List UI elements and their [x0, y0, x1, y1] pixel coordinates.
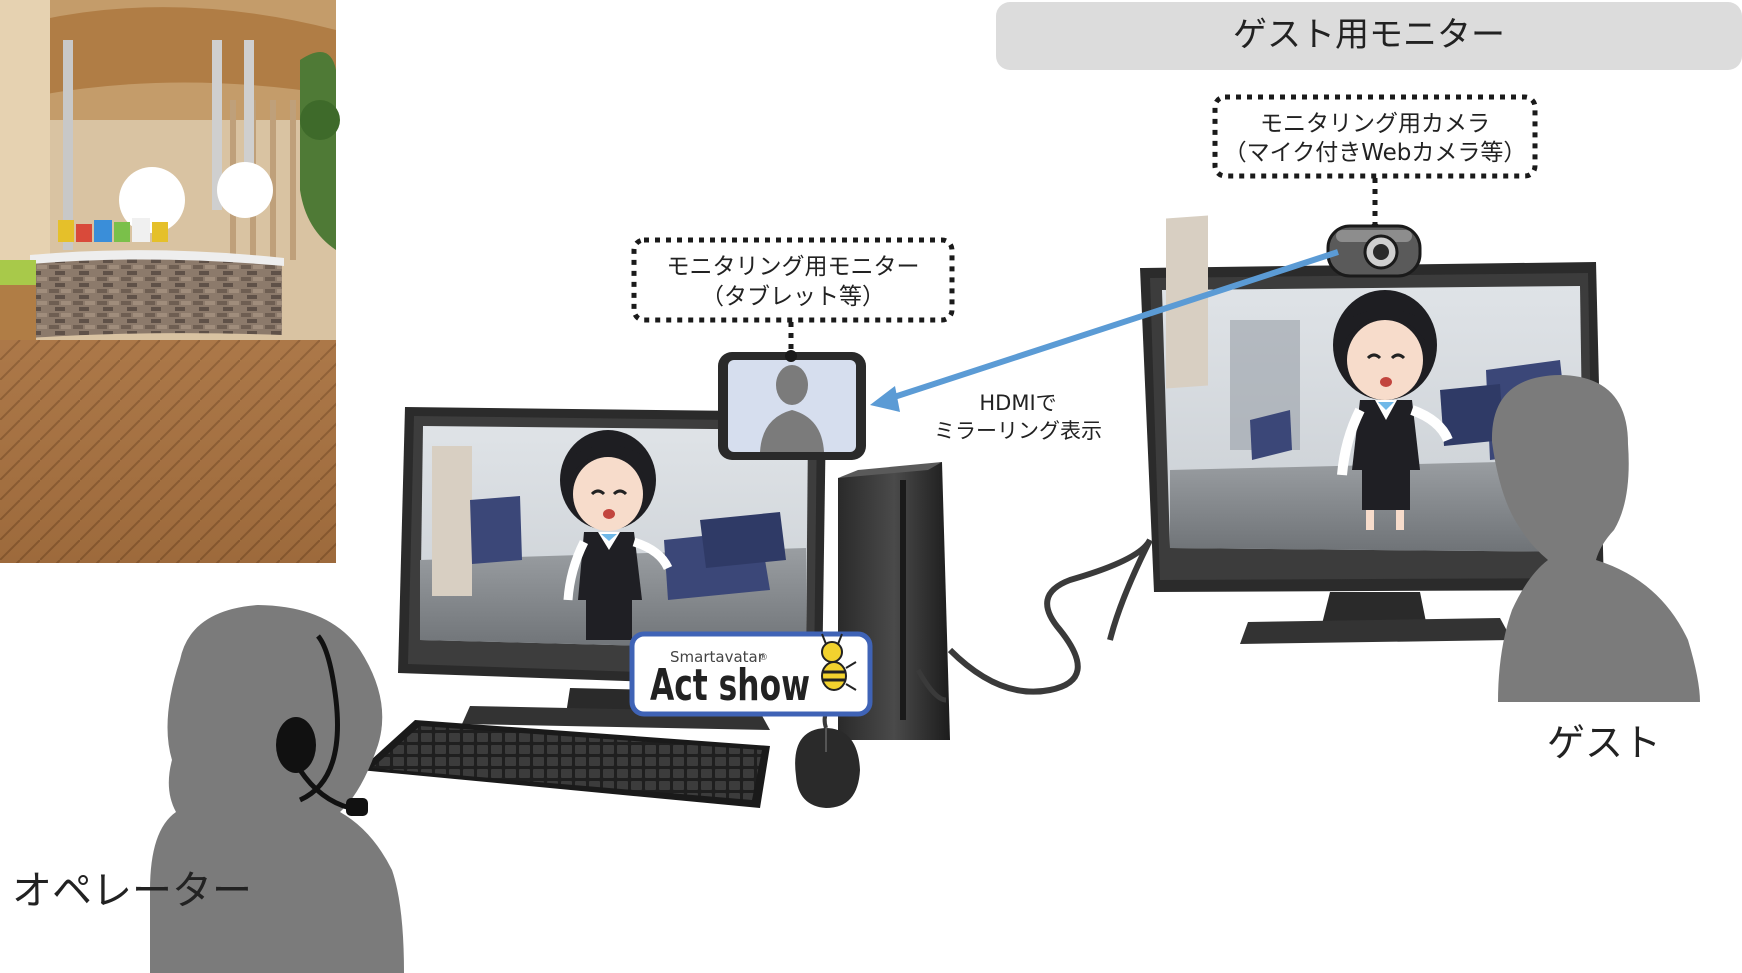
operator-monitor: [398, 407, 826, 730]
hdmi-mirroring-arrow: [870, 249, 1339, 412]
monitoring-monitor-sublabel: （タブレット等）: [701, 284, 885, 310]
logo-brand-main: Act show: [650, 660, 810, 711]
act-show-logo: Smartavatar ® Act show: [629, 631, 873, 717]
monitoring-camera-label: モニタリング用カメラ: [1260, 111, 1490, 137]
monitoring-camera-sublabel: （マイク付きWebカメラ等）: [1224, 140, 1527, 166]
tablet-person-silhouette: [760, 365, 824, 452]
monitoring-tablet: [718, 350, 866, 460]
monitoring-camera-callout: モニタリング用カメラ （マイク付きWebカメラ等）: [1212, 94, 1538, 233]
logo-brand-small: Smartavatar: [670, 648, 765, 666]
bee-mascot-icon: [821, 633, 857, 691]
guest-monitor: [1140, 215, 1604, 644]
guest-monitor-avatar: [1333, 290, 1453, 530]
operator-label: オペレーター: [12, 868, 252, 914]
operator-silhouette: [150, 605, 404, 973]
guest-monitor-header: ゲスト用モニター: [996, 2, 1742, 70]
header-band: [996, 2, 1742, 70]
keyboard: [360, 720, 770, 808]
connection-label: HDMIで: [979, 391, 1056, 415]
logo-registered-mark: ®: [759, 653, 768, 663]
guest-label: ゲスト: [1547, 721, 1661, 765]
connection-sublabel: ミラーリング表示: [934, 419, 1102, 443]
webcam-icon: [1326, 224, 1422, 278]
monitoring-monitor-callout: モニタリング用モニター （タブレット等）: [631, 237, 955, 350]
guest-silhouette: [1491, 375, 1700, 702]
header-title: ゲスト用モニター: [1233, 15, 1505, 55]
video-cable: [947, 538, 1153, 695]
reception-letter-blocks: [58, 218, 168, 242]
monitoring-monitor-label: モニタリング用モニター: [667, 254, 920, 280]
lobby-photo: [0, 0, 340, 563]
headset-icon: [276, 634, 368, 816]
operator-monitor-avatar: [560, 430, 673, 640]
